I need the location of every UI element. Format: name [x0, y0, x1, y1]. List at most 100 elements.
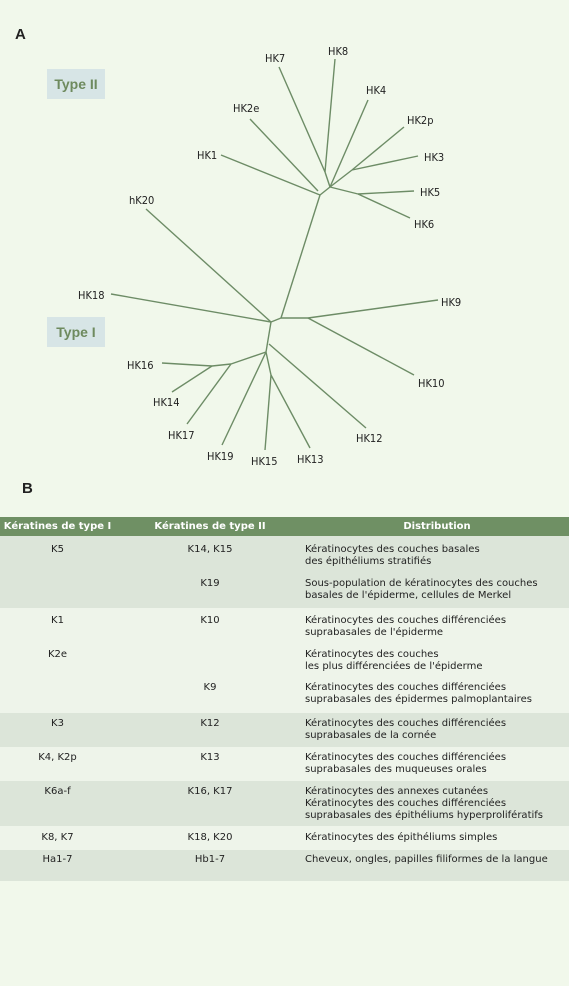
leaf-hk12: HK12: [356, 432, 383, 445]
table-row: K9 Kératinocytes des couches différencié…: [0, 677, 569, 713]
branch-hk2p: [351, 126, 405, 171]
cell-type-ii: Hb1-7: [194, 854, 226, 865]
cell-type-i: Ha1-7: [42, 854, 73, 865]
cell-type-i: [0, 677, 115, 713]
branch-hk16: [161, 362, 213, 367]
header-distribution: Distribution: [305, 517, 569, 536]
branch-hk20: [145, 208, 272, 323]
leaf-hk10: HK10: [418, 377, 445, 390]
cell-type-i: K1: [51, 615, 64, 626]
leaf-hk19: HK19: [207, 450, 234, 463]
branch-hk5: [357, 190, 415, 195]
panel-a-label: A: [15, 26, 26, 43]
cell-type-i: K5: [51, 544, 64, 555]
leaf-hk18: HK18: [78, 289, 105, 302]
table-row: Ha1-7 Hb1-7 Cheveux, ongles, papilles fi…: [0, 850, 569, 881]
cell-type-i: K4, K2p: [38, 752, 77, 763]
leaf-hk3: HK3: [424, 151, 444, 164]
cell-type-ii: K10: [200, 615, 220, 626]
cell-type-ii: K14, K15: [187, 544, 233, 555]
cell-type-ii: K12: [200, 718, 220, 729]
leaf-hk20: hK20: [129, 194, 154, 207]
cell-type-ii: K18, K20: [187, 832, 233, 843]
cell-distribution: Cheveux, ongles, papilles filiformes de …: [305, 854, 548, 865]
table-header-row: Kératines de type I Kératines de type II…: [0, 517, 569, 536]
cell-distribution: Kératinocytes des couches différenciées …: [305, 752, 507, 775]
cell-type-i: K3: [51, 718, 64, 729]
table-row: K19 Sous-population de kératinocytes des…: [0, 571, 569, 608]
cell-distribution: Sous-population de kératinocytes des cou…: [305, 578, 538, 601]
branch-hk56-stem: [329, 186, 359, 195]
branch-hk12: [268, 343, 367, 429]
cell-type-ii: K9: [203, 682, 217, 693]
cell-type-i: K6a-f: [44, 786, 71, 797]
leaf-hk1: HK1: [197, 149, 217, 162]
branch-hk1416-stem: [211, 363, 232, 367]
branch-hk2e: [249, 118, 319, 192]
keratin-table: Kératines de type I Kératines de type II…: [0, 517, 569, 881]
leaf-hk17: HK17: [168, 429, 195, 442]
cell-distribution: Kératinocytes des couches différenciées …: [305, 682, 532, 705]
branch-left-stem: [230, 351, 267, 365]
table-row: K6a-f K16, K17 Kératinocytes des annexes…: [0, 781, 569, 826]
cell-type-i: [0, 571, 115, 608]
table-row: K1 K10 Kératinocytes des couches différe…: [0, 608, 569, 643]
cell-distribution: Kératinocytes des couches différenciées …: [305, 718, 507, 741]
table-row: K3 K12 Kératinocytes des couches différe…: [0, 713, 569, 747]
leaf-hk2e: HK2e: [233, 102, 259, 115]
branch-hk1: [220, 154, 321, 196]
branch-hk13: [270, 374, 311, 449]
cell-distribution: Kératinocytes des couches basales des ép…: [305, 544, 480, 567]
cell-type-i: K8, K7: [41, 832, 74, 843]
cell-distribution: Kératinocytes des couches les plus diffé…: [305, 649, 483, 672]
branch-hk13-stem: [265, 351, 272, 376]
branch-hk14: [171, 365, 213, 393]
branch-hk3: [351, 155, 419, 171]
cell-distribution: Kératinocytes des couches différenciées …: [305, 615, 507, 638]
header-type-ii: Kératines de type II: [115, 517, 305, 536]
cell-distribution: Kératinocytes des épithéliums simples: [305, 832, 498, 843]
cell-type-ii: [115, 643, 305, 677]
type-ii-box: Type II: [47, 69, 105, 99]
branch-hk7: [278, 66, 326, 173]
type-ii-label: Type II: [54, 76, 98, 92]
leaf-hk5: HK5: [420, 186, 440, 199]
branch-hk18: [110, 293, 272, 323]
branch-typeii-core: [319, 186, 331, 196]
table-row: K8, K7 K18, K20 Kératinocytes des épithé…: [0, 826, 569, 850]
cell-type-ii: K19: [200, 578, 220, 589]
cell-type-ii: K16, K17: [187, 786, 233, 797]
leaf-hk4: HK4: [366, 84, 386, 97]
tree-labels: HK7 HK8 HK4 HK2p HK3 HK5 HK6 HK2e HK1 hK…: [78, 45, 461, 468]
leaf-hk15: HK15: [251, 455, 278, 468]
leaf-hk13: HK13: [297, 453, 324, 466]
panel-b-label: B: [22, 480, 33, 497]
branch-hk9: [307, 299, 439, 319]
leaf-hk7: HK7: [265, 52, 285, 65]
table-row: K2e Kératinocytes des couches les plus d…: [0, 643, 569, 677]
branch-typei-stem: [265, 321, 272, 353]
leaf-hk14: HK14: [153, 396, 180, 409]
tree-branches: [110, 58, 439, 451]
leaf-hk6: HK6: [414, 218, 434, 231]
branch-center-a: [270, 317, 282, 323]
table-row: K4, K2p K13 Kératinocytes des couches di…: [0, 747, 569, 781]
branch-hk2p-stem: [329, 169, 353, 188]
branch-hk10: [307, 317, 415, 376]
type-i-label: Type I: [56, 324, 96, 340]
phylogenetic-tree: HK7 HK8 HK4 HK2p HK3 HK5 HK6 HK2e HK1 hK…: [78, 45, 461, 468]
branch-hk19: [221, 351, 267, 446]
table-row: K5 K14, K15 Kératinocytes des couches ba…: [0, 536, 569, 571]
branch-hk4: [329, 99, 369, 188]
branch-hk17: [186, 363, 232, 425]
cell-type-i: K2e: [47, 649, 68, 660]
branch-hk6: [357, 193, 411, 219]
branch-hk7-stem: [324, 171, 331, 188]
cell-distribution: Kératinocytes des annexes cutanées Kérat…: [305, 786, 543, 821]
branch-hk15: [264, 374, 272, 451]
leaf-hk2p: HK2p: [407, 114, 434, 127]
leaf-hk8: HK8: [328, 45, 348, 58]
type-i-box: Type I: [47, 317, 105, 347]
leaf-hk16: HK16: [127, 359, 154, 372]
cell-type-ii: K13: [200, 752, 220, 763]
